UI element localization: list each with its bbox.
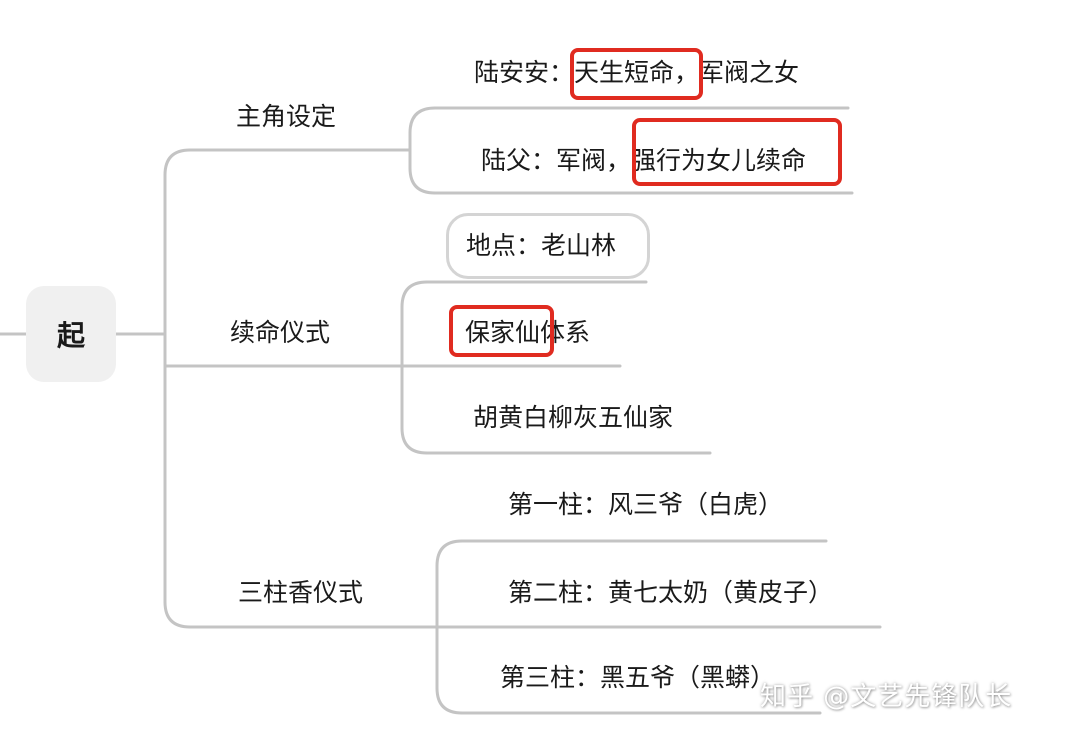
watermark: 知乎 @文艺先锋队长 — [760, 682, 1013, 712]
leaf-five-immortal-families[interactable]: 胡黄白柳灰五仙家 — [473, 403, 674, 432]
leaf-guardian-immortal-system[interactable]: 保家仙体系 — [465, 318, 591, 347]
root-label: 起 — [56, 319, 85, 352]
leaf-first-incense[interactable]: 第一柱：风三爷（白虎） — [508, 490, 784, 519]
leaf-location[interactable]: 地点：老山林 — [466, 231, 617, 260]
leaf-second-incense[interactable]: 第二柱：黄七太奶（黄皮子） — [508, 578, 834, 607]
root-node[interactable]: 起 — [26, 286, 116, 382]
branch-life-extension-ritual[interactable]: 续命仪式 — [230, 318, 331, 347]
location-bubble — [446, 213, 650, 279]
branch-three-incense-ritual[interactable]: 三柱香仪式 — [238, 578, 364, 607]
leaf-third-incense[interactable]: 第三柱：黑五爷（黑蟒） — [500, 663, 776, 692]
leaf-lu-father[interactable]: 陆父：军阀，强行为女儿续命 — [481, 146, 807, 175]
highlight-box-extend-life — [632, 118, 842, 186]
highlight-box-short-life — [570, 48, 703, 100]
highlight-box-guardian-immortal — [449, 305, 554, 357]
leaf-lu-anan[interactable]: 陆安安：天生短命，军阀之女 — [474, 58, 800, 87]
branch-protagonist-setup[interactable]: 主角设定 — [236, 102, 337, 131]
